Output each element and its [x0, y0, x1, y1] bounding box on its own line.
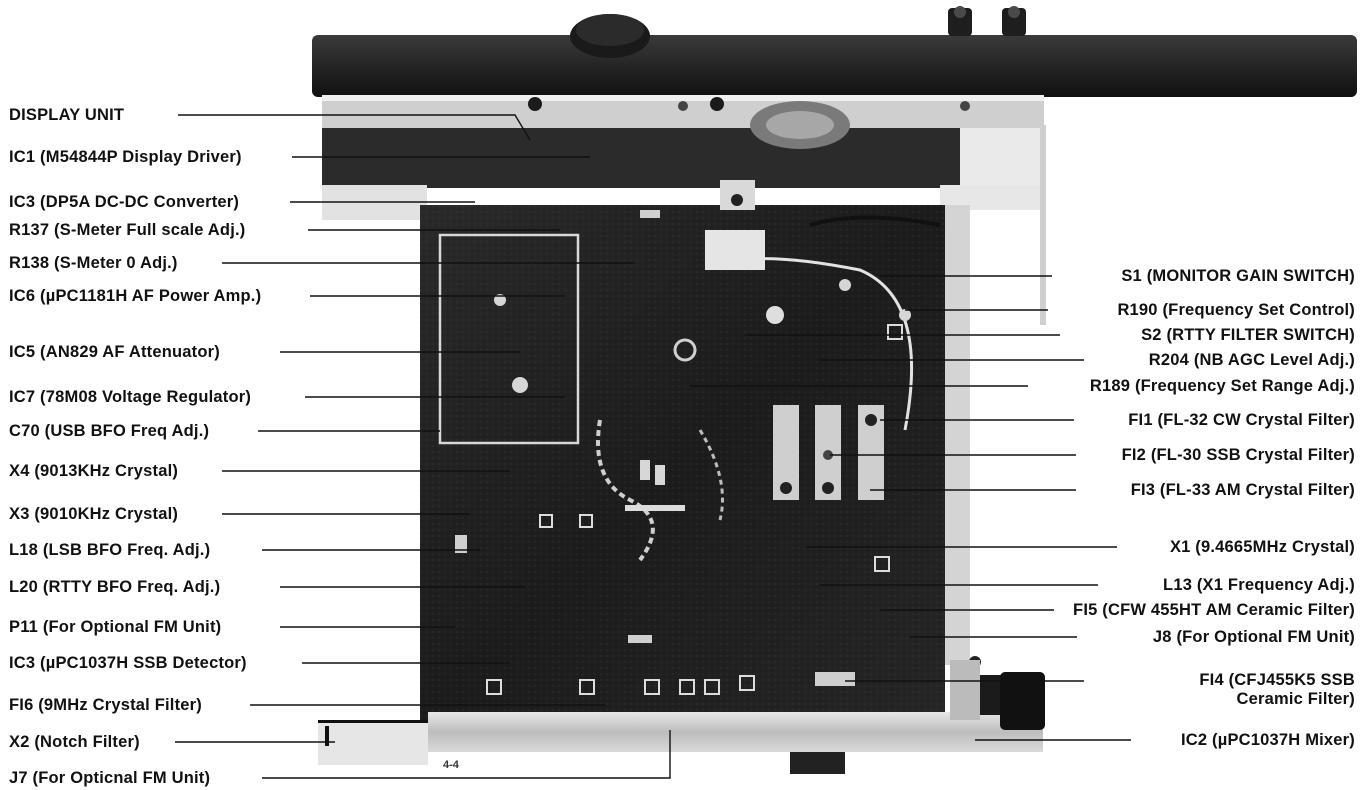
- label-j8: J8 (For Optional FM Unit): [1152, 628, 1355, 646]
- label-l20: L20 (RTTY BFO Freq. Adj.): [9, 578, 221, 596]
- photo-marking: 4-4: [443, 759, 460, 771]
- label-r190: R190 (Frequency Set Control): [1117, 301, 1355, 319]
- label-fi1: FI1 (FL-32 CW Crystal Filter): [1128, 411, 1355, 429]
- label-ic3-dc-dc-converter: IC3 (DP5A DC-DC Converter): [9, 193, 240, 211]
- label-x3: X3 (9010KHz Crystal): [9, 505, 179, 523]
- label-ic5: IC5 (AN829 AF Attenuator): [9, 343, 220, 361]
- label-p11: P11 (For Optional FM Unit): [9, 618, 222, 636]
- label-fi4-line2: Ceramic Filter): [1236, 690, 1355, 708]
- leader-lines: [175, 114, 1131, 779]
- label-x2: X2 (Notch Filter): [9, 733, 140, 751]
- label-r189: R189 (Frequency Set Range Adj.): [1089, 377, 1355, 395]
- label-fi6: FI6 (9MHz Crystal Filter): [9, 696, 202, 714]
- label-ic6: IC6 (µPC1181H AF Power Amp.): [9, 287, 262, 305]
- label-c70: C70 (USB BFO Freq Adj.): [9, 422, 210, 440]
- display-unit-plate: [322, 95, 1044, 188]
- bottom-rail: [318, 660, 1045, 774]
- label-fi5: FI5 (CFW 455HT AM Ceramic Filter): [1073, 601, 1355, 619]
- label-l18: L18 (LSB BFO Freq. Adj.): [9, 541, 211, 559]
- label-r204: R204 (NB AGC Level Adj.): [1148, 351, 1355, 369]
- label-fi2: FI2 (FL-30 SSB Crystal Filter): [1121, 446, 1355, 464]
- label-x1: X1 (9.4665MHz Crystal): [1169, 538, 1355, 556]
- label-s1: S1 (MONITOR GAIN SWITCH): [1121, 267, 1355, 285]
- label-s2: S2 (RTTY FILTER SWITCH): [1141, 326, 1355, 344]
- label-x4: X4 (9013KHz Crystal): [9, 462, 179, 480]
- label-fi3: FI3 (FL-33 AM Crystal Filter): [1130, 481, 1355, 499]
- label-ic2: IC2 (µPC1037H Mixer): [1181, 731, 1355, 749]
- label-ic7: IC7 (78M08 Voltage Regulator): [9, 388, 252, 406]
- label-fi4-line1: FI4 (CFJ455K5 SSB: [1199, 671, 1355, 689]
- label-r138: R138 (S-Meter 0 Adj.): [9, 254, 178, 272]
- label-fi4: FI4 (CFJ455K5 SSB Ceramic Filter): [1199, 671, 1355, 709]
- label-ic3-ssb-detector: IC3 (µPC1037H SSB Detector): [9, 654, 247, 672]
- main-pcb: [420, 180, 981, 725]
- label-display-unit: DISPLAY UNIT: [9, 106, 125, 124]
- label-l13: L13 (X1 Frequency Adj.): [1163, 576, 1355, 594]
- label-r137: R137 (S-Meter Full scale Adj.): [9, 221, 246, 239]
- label-j7: J7 (For Opticnal FM Unit): [9, 769, 211, 787]
- label-ic1: IC1 (M54844P Display Driver): [9, 148, 242, 166]
- front-panel: [312, 6, 1357, 97]
